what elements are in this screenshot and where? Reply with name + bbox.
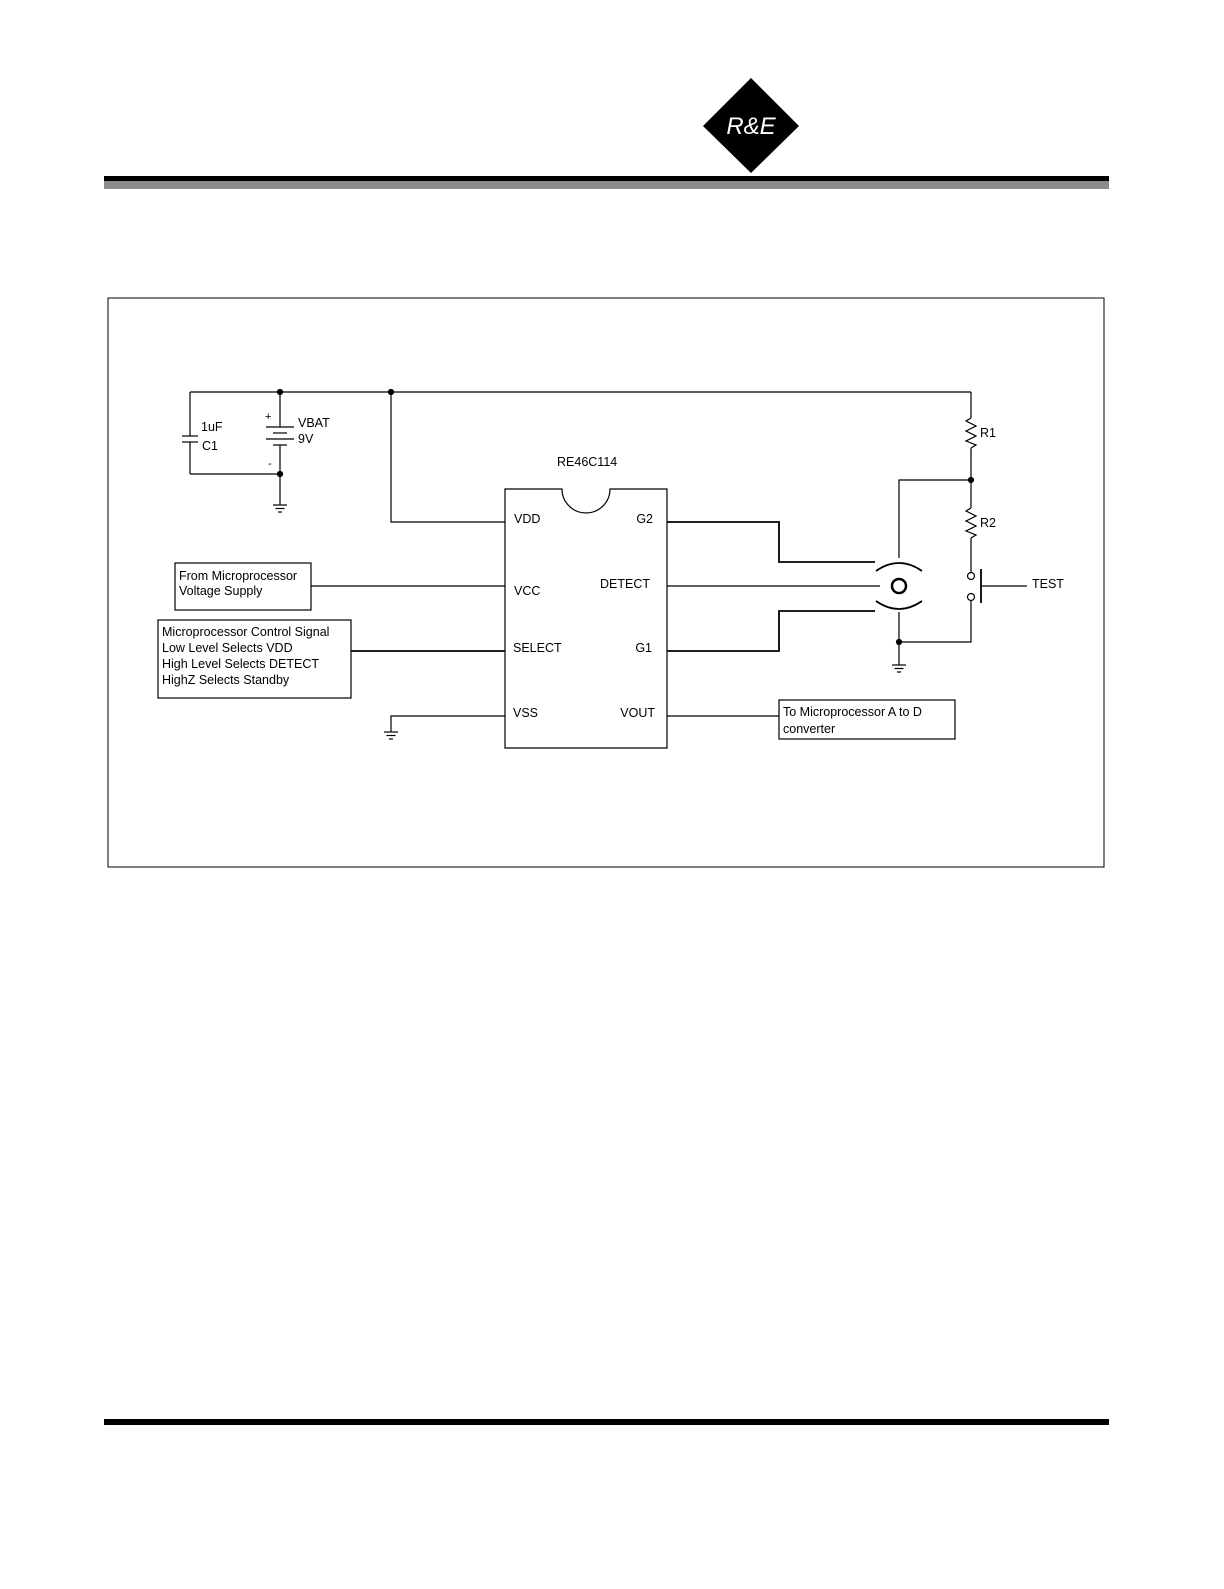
capacitor-ref: C1 bbox=[202, 439, 218, 453]
supply-box-line-1: From Microprocessor bbox=[179, 569, 297, 583]
ground-vss bbox=[384, 731, 398, 740]
resistor-r2 bbox=[964, 507, 978, 539]
capacitor-c1 bbox=[182, 392, 280, 475]
control-box-line-4: HighZ Selects Standby bbox=[162, 673, 290, 687]
battery-voltage: 9V bbox=[298, 432, 314, 446]
schematic bbox=[157, 388, 1027, 749]
control-box-line-3: High Level Selects DETECT bbox=[162, 657, 319, 671]
logo: R&E bbox=[703, 78, 799, 173]
ground-chamber bbox=[892, 664, 906, 673]
switch-return-wire bbox=[899, 601, 972, 643]
g1-wire bbox=[667, 610, 875, 652]
header-rule bbox=[104, 176, 1109, 181]
battery-plus: + bbox=[265, 411, 271, 423]
battery-name: VBAT bbox=[298, 416, 330, 430]
output-box-line-1: To Microprocessor A to D bbox=[783, 705, 922, 719]
ground-battery bbox=[273, 504, 287, 513]
capacitor-value: 1uF bbox=[201, 420, 223, 434]
pin-vss: VSS bbox=[513, 706, 538, 720]
logo-diamond bbox=[703, 78, 799, 173]
pin-select: SELECT bbox=[513, 641, 562, 655]
pin-g1: G1 bbox=[635, 641, 652, 655]
ic-part-number: RE46C114 bbox=[557, 455, 617, 469]
test-switch bbox=[966, 569, 1027, 603]
pin-vout: VOUT bbox=[620, 706, 655, 720]
pin-vcc: VCC bbox=[514, 584, 540, 598]
pin-g2: G2 bbox=[636, 512, 653, 526]
test-label: TEST bbox=[1032, 577, 1064, 591]
resistor-r2-label: R2 bbox=[980, 516, 996, 530]
footer-rule bbox=[104, 1419, 1109, 1425]
supply-box-line-2: Voltage Supply bbox=[179, 584, 263, 598]
resistor-r1-label: R1 bbox=[980, 426, 996, 440]
pin-detect: DETECT bbox=[600, 577, 650, 591]
output-box bbox=[778, 699, 956, 740]
ic-re46c114 bbox=[504, 488, 668, 749]
supply-box bbox=[174, 562, 312, 611]
figure-frame bbox=[107, 297, 1105, 868]
vss-wire bbox=[390, 715, 505, 732]
battery-minus: - bbox=[268, 458, 272, 470]
resistor-r1 bbox=[964, 417, 978, 449]
control-box-line-1: Microprocessor Control Signal bbox=[162, 625, 329, 639]
pin-vdd: VDD bbox=[514, 512, 540, 526]
chamber-top-wire bbox=[898, 479, 971, 558]
vdd-wire bbox=[390, 392, 505, 523]
logo-text: R&E bbox=[726, 113, 776, 140]
schematic-labels: RE46C114 VDD VCC SELECT VSS G2 DETECT G1… bbox=[162, 411, 1064, 736]
control-box bbox=[157, 619, 352, 699]
g2-wire bbox=[667, 521, 875, 563]
sensing-chamber bbox=[875, 562, 923, 610]
output-box-line-2: converter bbox=[783, 722, 835, 736]
control-box-line-2: Low Level Selects VDD bbox=[162, 641, 293, 655]
header-rule-shadow bbox=[104, 181, 1109, 189]
battery-vbat bbox=[266, 392, 294, 505]
